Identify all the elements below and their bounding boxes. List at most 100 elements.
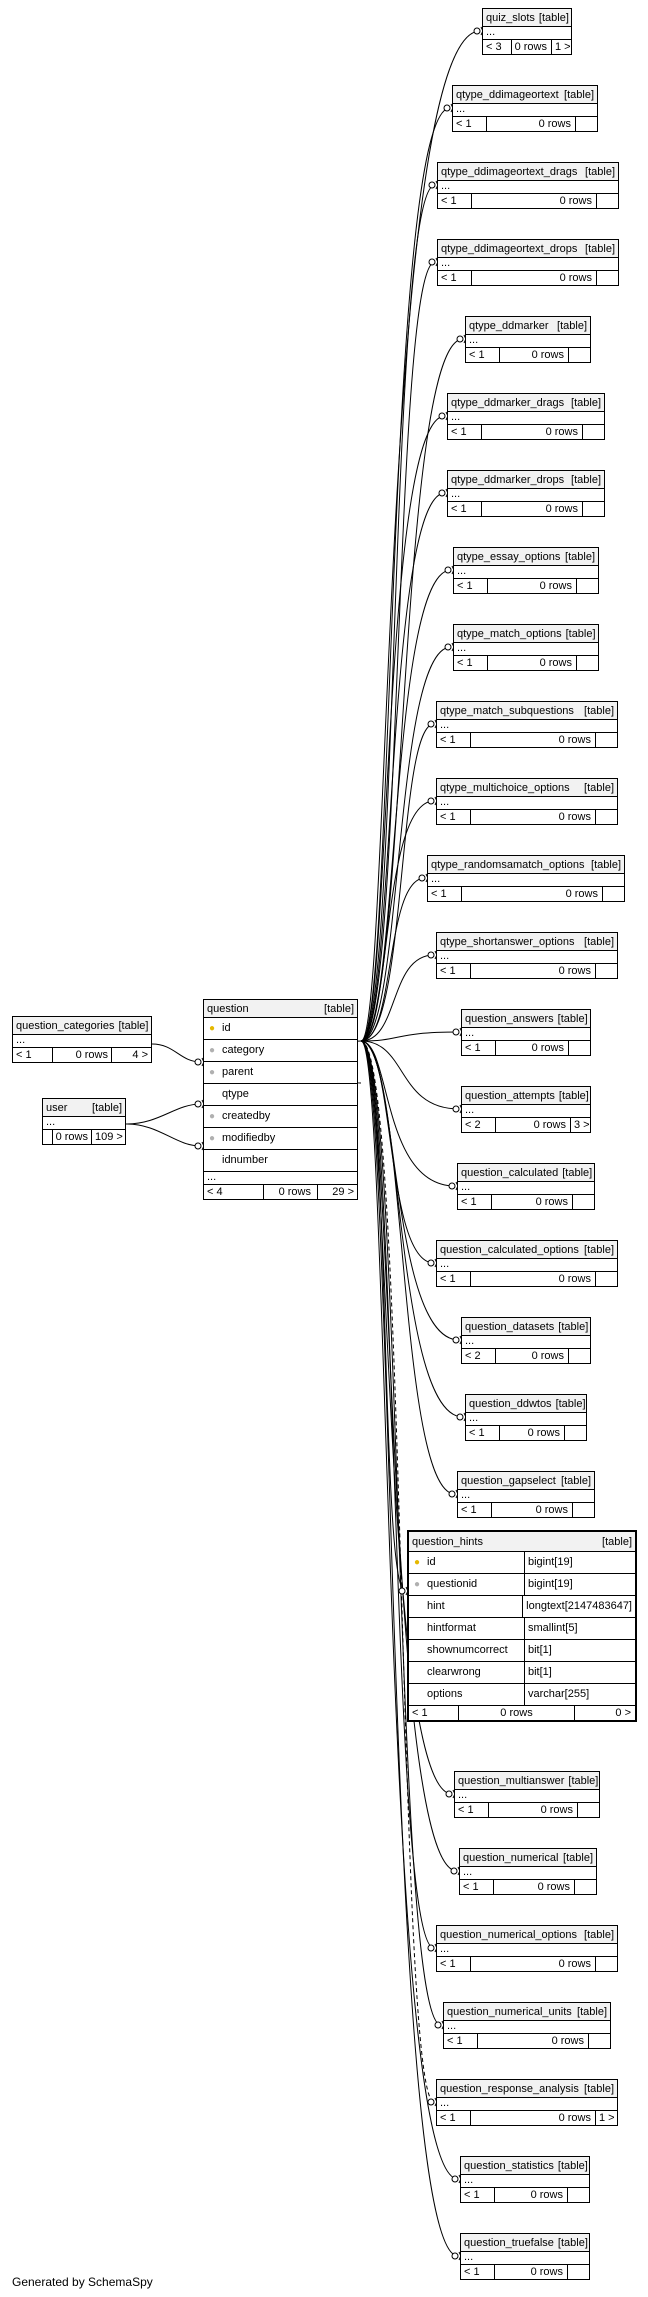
table-header: question_numerical_units[table] <box>444 2003 610 2021</box>
relationship-line <box>360 1040 460 1110</box>
primary-key-icon: ● <box>208 1023 216 1034</box>
relationship-line <box>360 1040 406 1592</box>
table-ellipsis: ... <box>454 566 598 579</box>
table-header: question_calculated_options[table] <box>437 1241 617 1259</box>
relationship-marker <box>194 1142 202 1150</box>
relationship-line <box>125 1103 202 1125</box>
column-id: ●id <box>204 1018 357 1040</box>
table-ellipsis: ... <box>466 335 590 348</box>
relationship-marker <box>448 1182 456 1190</box>
foreign-key-icon: ● <box>208 1133 216 1144</box>
table-ellipsis: ... <box>437 720 617 733</box>
table-header: question_numerical_options[table] <box>437 1926 617 1944</box>
table-header: question_ddwtos[table] <box>466 1395 586 1413</box>
table-qtype-randomsamatch-options[interactable]: qtype_randomsamatch_options[table]...< 1… <box>427 855 625 902</box>
relationship-marker <box>427 1259 435 1267</box>
table-header: question_datasets[table] <box>462 1318 590 1336</box>
table-header: question_statistics[table] <box>461 2157 589 2175</box>
table-ellipsis: ... <box>462 1028 590 1041</box>
relationship-marker <box>438 412 446 420</box>
table-question-calculated-options[interactable]: question_calculated_options[table]...< 1… <box>436 1240 618 1287</box>
table-header: qtype_ddmarker_drags[table] <box>448 394 604 412</box>
table-header: qtype_ddmarker[table] <box>466 317 590 335</box>
table-header: question_numerical[table] <box>460 1849 596 1867</box>
relationship-marker <box>444 643 452 651</box>
column-createdby: ●createdby <box>204 1106 357 1128</box>
relationship-line <box>360 1040 442 2026</box>
table-header: question[table] <box>204 1000 357 1018</box>
relationship-marker <box>428 258 436 266</box>
table-header: qtype_match_options[table] <box>454 625 598 643</box>
foreign-key-icon: ● <box>208 1111 216 1122</box>
table-header: qtype_multichoice_options[table] <box>437 779 617 797</box>
table-ellipsis: ... <box>448 412 604 425</box>
relationship-line <box>360 877 426 1042</box>
relationship-line <box>360 1040 459 2180</box>
column-qtype: ●qtype <box>204 1084 357 1106</box>
relationship-line <box>360 261 436 1042</box>
table-header: question_hints[table] <box>409 1532 635 1552</box>
relationship-line <box>360 569 452 1042</box>
relationship-line <box>360 723 435 1042</box>
table-ellipsis: ... <box>461 2175 589 2188</box>
column-category: ●category <box>204 1040 357 1062</box>
relationship-marker <box>473 27 481 35</box>
relationship-marker <box>418 874 426 882</box>
relationship-marker <box>427 951 435 959</box>
table-header: qtype_ddimageortext[table] <box>453 86 597 104</box>
table-question[interactable]: question[table] ●id ●category ●parent ●q… <box>203 999 358 1200</box>
table-header: question_truefalse[table] <box>461 2234 589 2252</box>
column-idnumber: ●idnumber <box>204 1150 357 1172</box>
relationship-marker <box>443 104 451 112</box>
relationship-marker <box>451 2252 459 2260</box>
table-header: qtype_ddimageortext_drops[table] <box>438 240 618 258</box>
table-header: qtype_shortanswer_options[table] <box>437 933 617 951</box>
table-header: question_calculated[table] <box>458 1164 594 1182</box>
column-modifiedby: ●modifiedby <box>204 1128 357 1150</box>
